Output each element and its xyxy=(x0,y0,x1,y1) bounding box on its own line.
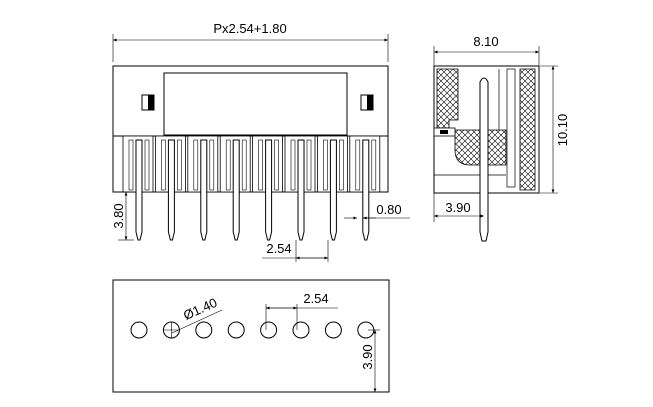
slot-rib xyxy=(290,139,296,191)
slot-rib xyxy=(306,139,312,191)
footprint-view: Ø1.40 2.54 3.90 xyxy=(112,279,390,393)
slot-rib xyxy=(323,139,328,191)
front-view: Px2.54+1.80 3.80 0.80 2.54 xyxy=(111,21,410,262)
pin xyxy=(265,139,273,241)
side-wall-left xyxy=(436,68,459,129)
slot-rib xyxy=(241,139,247,191)
footprint-hole xyxy=(324,321,342,339)
pins xyxy=(135,139,370,241)
slot-rib xyxy=(371,139,377,191)
diameter-label: Ø1.40 xyxy=(181,295,219,323)
width-dimension-label: Px2.54+1.80 xyxy=(213,21,286,36)
slot-rib xyxy=(258,139,263,191)
slot-rib xyxy=(193,139,199,191)
label-window xyxy=(163,72,348,136)
fp-offset-label: 3.90 xyxy=(360,344,375,369)
slot-rib xyxy=(274,139,279,191)
pin-length-label: 3.80 xyxy=(111,203,126,228)
pin xyxy=(167,139,175,241)
pin xyxy=(297,139,305,241)
footprint-holes xyxy=(130,321,375,339)
pitch-front-label: 2.54 xyxy=(266,241,291,256)
footprint-hole xyxy=(292,321,310,339)
slot-rib xyxy=(355,139,361,191)
slot-rib xyxy=(128,139,134,191)
slot-rib xyxy=(177,139,182,191)
side-view: 8.10 10.10 3.90 xyxy=(433,34,570,242)
side-wall-right xyxy=(519,68,536,191)
footprint-hole xyxy=(260,321,278,339)
pin-width-label: 0.80 xyxy=(376,202,401,217)
pin xyxy=(329,139,337,241)
slot-rib xyxy=(225,139,231,191)
pin xyxy=(135,139,143,241)
latch-left-shade xyxy=(148,95,154,110)
side-height-label: 10.10 xyxy=(555,114,570,147)
fp-pitch-label: 2.54 xyxy=(303,291,328,306)
footprint-hole xyxy=(130,321,148,339)
side-width-label: 8.10 xyxy=(473,34,498,49)
slot-rib xyxy=(209,139,215,191)
slot-rib xyxy=(144,139,150,191)
diameter-leader xyxy=(171,309,223,334)
pin-slots xyxy=(122,135,381,193)
side-offset-label: 3.90 xyxy=(445,200,470,215)
slot-rib xyxy=(339,139,344,191)
pin xyxy=(200,139,208,241)
slot-rib xyxy=(161,139,166,191)
latch-right-shade xyxy=(367,95,373,110)
side-inner-rib xyxy=(506,68,516,188)
footprint-hole xyxy=(195,321,213,339)
side-latch-mark xyxy=(440,130,448,134)
footprint-outline xyxy=(112,279,390,393)
side-pin xyxy=(479,77,489,242)
pin xyxy=(362,139,370,241)
pin xyxy=(232,139,240,241)
footprint-hole xyxy=(227,321,245,339)
